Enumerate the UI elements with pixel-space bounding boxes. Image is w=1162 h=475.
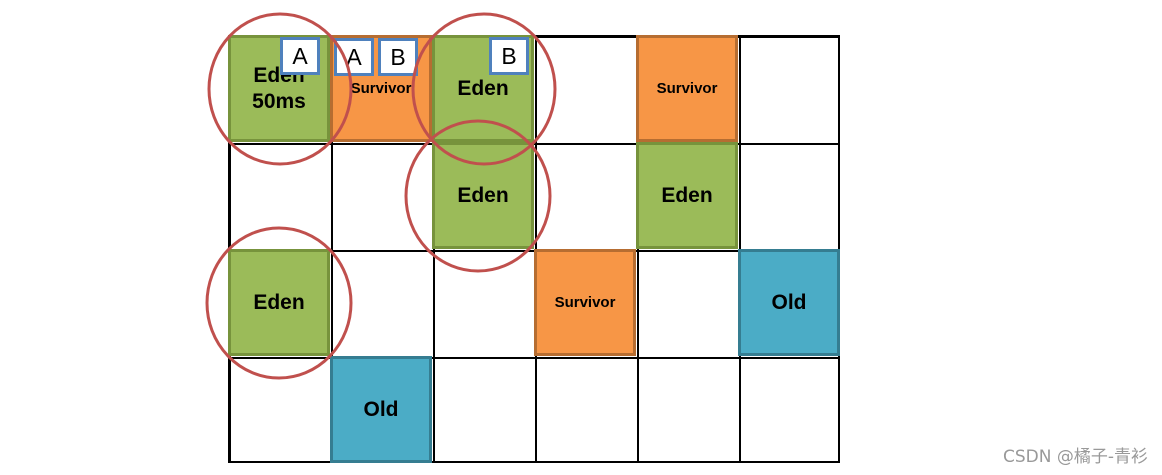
watermark: CSDN @橘子-青衫 bbox=[1002, 447, 1148, 467]
eden-region: Eden bbox=[228, 249, 330, 356]
eden-region: Eden bbox=[432, 142, 534, 249]
survivor-region: Survivor bbox=[636, 35, 738, 142]
object-tag-a: A bbox=[280, 37, 320, 75]
object-tag-b: B bbox=[378, 38, 418, 76]
old-region: Old bbox=[738, 249, 840, 356]
old-region: Old bbox=[330, 356, 432, 463]
object-tag-b: B bbox=[489, 37, 529, 75]
object-tag-a: A bbox=[334, 38, 374, 76]
survivor-region: Survivor bbox=[534, 249, 636, 356]
eden-region: Eden bbox=[636, 142, 738, 249]
